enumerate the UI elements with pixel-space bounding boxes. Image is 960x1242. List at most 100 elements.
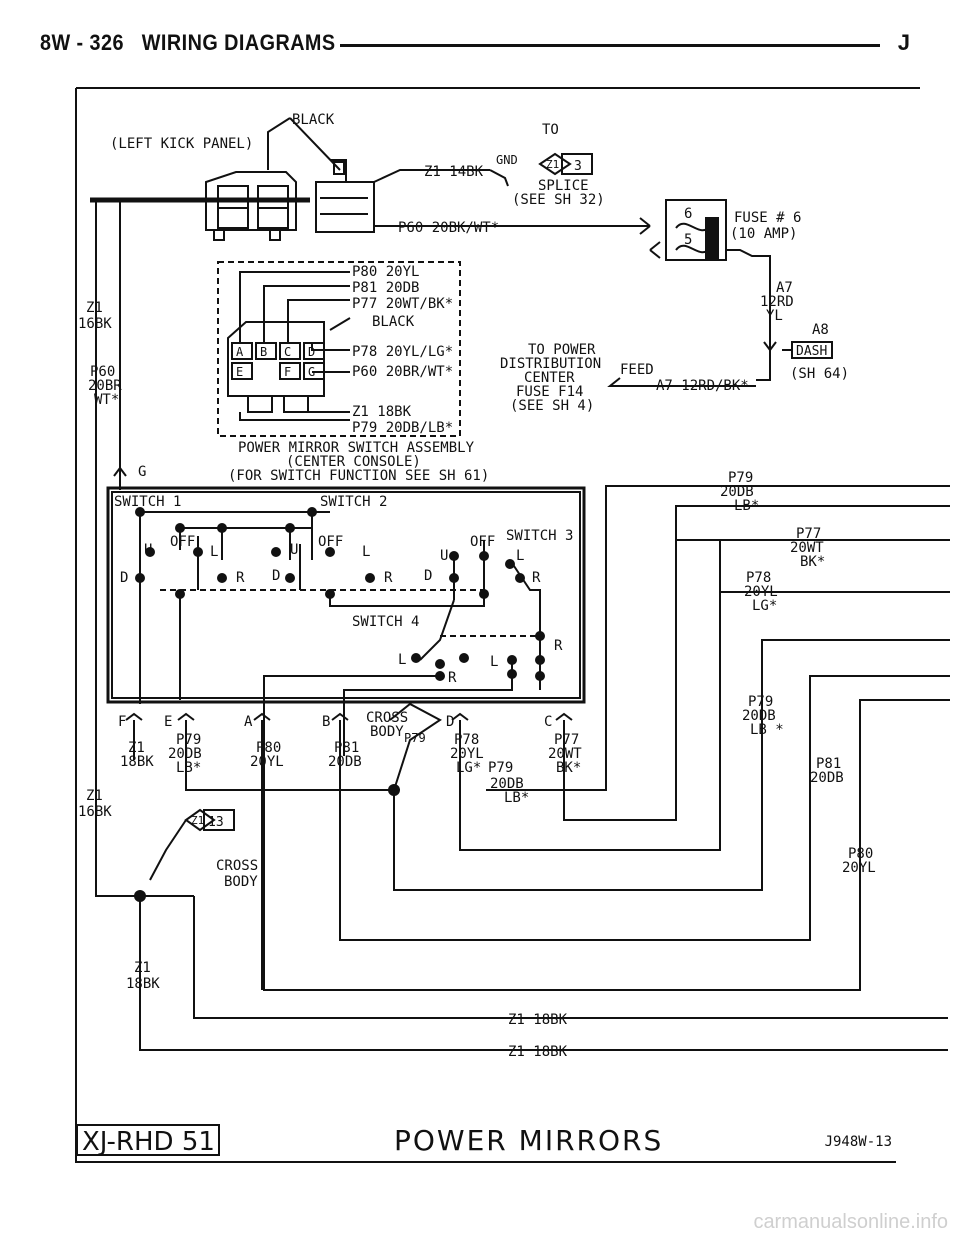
label-l4: L [398, 652, 406, 668]
label-sw3: SWITCH 3 [506, 528, 573, 544]
label-p77: P77 20WT/BK* [352, 296, 453, 312]
footer-model: XJ-RHD 51 [76, 1124, 220, 1157]
label-u1: U [144, 542, 152, 558]
label-r-p78: P78 [746, 570, 771, 586]
label-sh64: (SH 64) [790, 366, 849, 382]
wire-p79: P79 [176, 732, 201, 748]
wire-z1-ga: 18BK [120, 754, 154, 770]
label-black2: BLACK [372, 314, 415, 330]
label-z1-13-num: 13 [208, 815, 224, 830]
label-splice: SPLICE [538, 178, 589, 194]
label-r-p77-ga: 20WT [790, 540, 824, 556]
label-z1-16bk-low-ga: 16BK [78, 804, 112, 820]
label-z1-18bk: Z1 18BK [352, 404, 412, 420]
conn-a: A [244, 714, 253, 730]
label-r-p79b: P79 [748, 694, 773, 710]
label-r4: R [554, 638, 563, 654]
label-z1-18bk-b: Z1 18BK [508, 1044, 568, 1060]
footer-title: POWER MIRRORS [394, 1124, 664, 1157]
pin-e: E [236, 365, 243, 379]
wire-p79b-ga: 20DB [490, 776, 524, 792]
z1-3-diamond [538, 152, 572, 176]
label-off3: OFF [470, 534, 495, 550]
label-distribution: DISTRIBUTION [500, 356, 601, 372]
label-a7-12rd: 12RD [760, 294, 794, 310]
header-rule [340, 44, 880, 47]
label-z1-13: Z1 [191, 814, 204, 827]
ground-connector [315, 181, 375, 233]
wire-p79-col: LB* [176, 760, 201, 776]
label-z1-14bk: Z1 14BK [424, 164, 484, 180]
label-d3: D [424, 568, 432, 584]
pin-b: B [260, 345, 267, 359]
label-r-p79b-col: LB * [750, 722, 784, 738]
label-r-p79: P79 [728, 470, 753, 486]
conn-d: D [446, 714, 454, 730]
label-l1: L [210, 544, 218, 560]
label-center: CENTER [524, 370, 575, 386]
label-z1-left-ga: 16BK [78, 316, 112, 332]
conn-f: F [118, 714, 126, 730]
wire-p77-ga: 20WT [548, 746, 582, 762]
wire-p79b: P79 [488, 760, 513, 776]
label-see-sh32: (SEE SH 32) [512, 192, 605, 208]
label-z1-left: Z1 [86, 300, 103, 316]
label-z1-18bk-low: Z1 [134, 960, 151, 976]
pin-c: C [284, 345, 291, 359]
label-p60-20br: P60 20BR/WT* [352, 364, 453, 380]
label-z1-16bk-low: Z1 [86, 788, 103, 804]
fuse-block [665, 199, 727, 261]
footer-code: J948W-13 [824, 1134, 892, 1150]
page-footer: XJ-RHD 51 POWER MIRRORS J948W-13 [76, 1124, 896, 1164]
conn-c: C [544, 714, 552, 730]
wire-p80: P80 [256, 740, 281, 756]
label-r-p80: P80 [848, 846, 873, 862]
label-u3: U [440, 548, 448, 564]
header-title: 8W - 326 WIRING DIAGRAMS [40, 30, 336, 55]
label-r-p78-col: LG* [752, 598, 777, 614]
label-to: TO [542, 122, 559, 138]
label-body2: BODY [224, 874, 258, 890]
label-a7-yl: YL [766, 308, 783, 324]
label-p80: P80 20YL [352, 264, 419, 280]
pin-d: D [308, 345, 315, 359]
label-r-p79b-ga: 20DB [742, 708, 776, 724]
label-p60-left: P60 [90, 364, 115, 380]
label-r1: R [236, 570, 245, 586]
pin-f: F [284, 365, 291, 379]
label-a7: A7 [776, 280, 793, 296]
label-body: BODY [370, 724, 404, 740]
label-sw2: SWITCH 2 [320, 494, 387, 510]
label-p60-left-col: WT* [94, 392, 119, 408]
page-header: 8W - 326 WIRING DIAGRAMS J [40, 30, 910, 60]
wire-z1: Z1 [128, 740, 145, 756]
label-u2: U [290, 542, 298, 558]
label-see-sh4: (SEE SH 4) [510, 398, 594, 414]
label-l3: L [516, 548, 524, 564]
label-fuse-num5: 5 [684, 232, 692, 248]
label-a7-12rdbk: A7 12RD/BK* [656, 378, 749, 394]
label-r-p79-col: LB* [734, 498, 759, 514]
pin-g: G [308, 365, 315, 379]
label-z1-ref: Z1 [546, 158, 559, 171]
label-d2: D [272, 568, 280, 584]
label-r-p77: P77 [796, 526, 821, 542]
wire-p79b-col: LB* [504, 790, 529, 806]
label-gnd: GND [496, 153, 518, 167]
label-r-p79-ga: 20DB [720, 484, 754, 500]
label-r-p78-ga: 20YL [744, 584, 778, 600]
label-a8: A8 [812, 322, 829, 338]
header-code: J [897, 30, 910, 55]
label-p60-20bk: P60 20BK/WT* [398, 220, 499, 236]
pin-a: A [236, 345, 244, 359]
label-r2: R [384, 570, 393, 586]
label-z1-18bk-a: Z1 18BK [508, 1012, 568, 1028]
label-to-power: TO POWER [528, 342, 596, 358]
label-fuse6: FUSE # 6 [734, 210, 801, 226]
label-p79-tag: P79 [404, 731, 426, 745]
wire-p77-col: BK* [556, 760, 581, 776]
label-g: G [138, 464, 146, 480]
wire-p81-ga: 20DB [328, 754, 362, 770]
wire-p81: P81 [334, 740, 359, 756]
label-r3: R [532, 570, 541, 586]
